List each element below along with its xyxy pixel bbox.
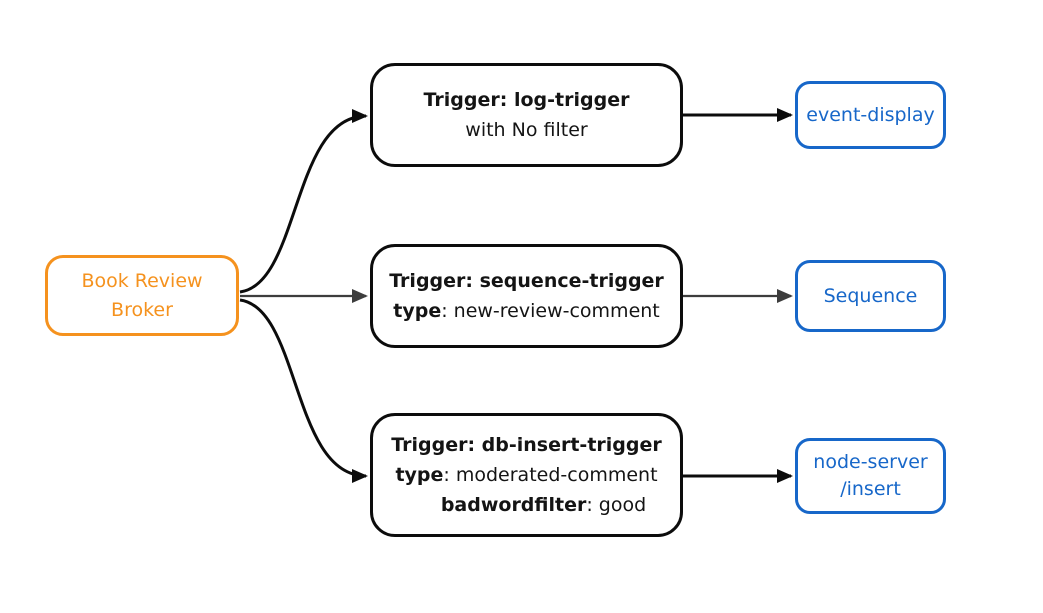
sink-node-server-label-line2: /insert [840,478,901,500]
arrow-broker-to-db-insert-trigger [239,298,368,483]
sink-node-server-node: node-server /insert [795,438,946,514]
attr-key: type [393,300,442,322]
attr-value: : moderated-comment [443,464,658,486]
arrow-broker-to-log-trigger [239,109,368,294]
trigger-sequence-attr-type: type: new-review-comment [393,296,660,326]
attr-key: type [395,464,444,486]
attr-value: : good [586,494,647,516]
trigger-log-node: Trigger: log-trigger with No filter [370,63,683,167]
trigger-sequence-title: Trigger: sequence-trigger [389,270,664,292]
trigger-db-insert-attr-badwordfilter: badwordfilter: good [441,490,646,520]
broker-node: Book Review Broker [45,255,239,336]
trigger-db-insert-title: Trigger: db-insert-trigger [391,434,662,456]
sink-sequence-node: Sequence [795,260,946,332]
sink-event-display-node: event-display [795,81,946,149]
trigger-db-insert-node: Trigger: db-insert-trigger type: moderat… [370,413,683,537]
sink-node-server-label-line1: node-server [813,451,928,473]
trigger-sequence-node: Trigger: sequence-trigger type: new-revi… [370,244,683,348]
broker-label-line1: Book Review [81,269,203,292]
trigger-log-title: Trigger: log-trigger [423,89,630,111]
attr-key: badwordfilter [440,494,587,516]
sink-event-display-label: event-display [806,103,935,126]
broker-label-line2: Broker [111,298,173,321]
sink-sequence-label: Sequence [823,284,918,307]
trigger-db-insert-attr-type: type: moderated-comment [395,460,657,490]
attr-value: : new-review-comment [441,300,660,322]
trigger-log-subtitle: with No filter [465,119,588,141]
